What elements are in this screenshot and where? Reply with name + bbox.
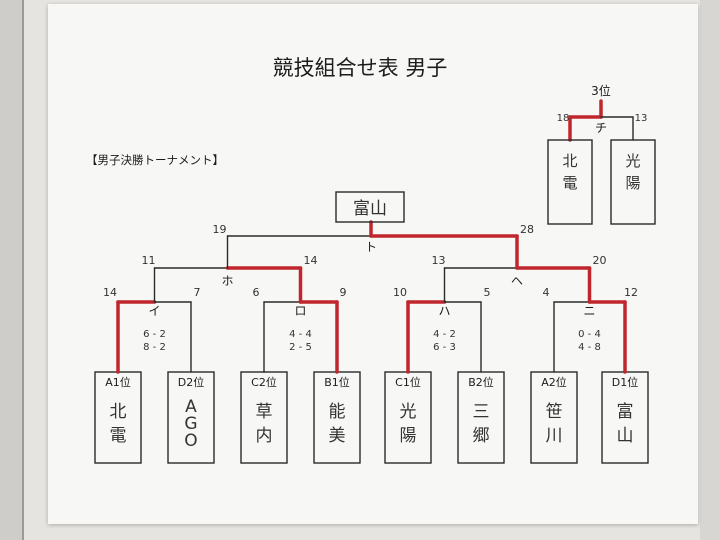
team-name-char: 能: [329, 402, 346, 422]
sf-match-label: ヘ: [511, 274, 523, 288]
third-place-team-char: 陽: [625, 174, 640, 192]
qf-set-score-1: 4 - 4: [289, 329, 312, 340]
third-place-match-label: チ: [595, 121, 607, 135]
qf-set-score-1: 4 - 2: [433, 329, 456, 340]
qf-left-score: 6: [253, 286, 260, 299]
sf-left-score: 11: [142, 254, 156, 267]
bracket-sheet: [48, 4, 698, 524]
sf-left-score: 13: [432, 254, 446, 267]
qf-match-label: ハ: [438, 304, 450, 318]
team-seed-label: A2位: [541, 375, 567, 389]
third-place-left-score: 18: [557, 113, 570, 124]
qf-set-score-2: 8 - 2: [143, 342, 166, 353]
team-name-char: 三: [473, 402, 490, 422]
champion-name: 富山: [353, 199, 387, 219]
team-name-char: 電: [110, 426, 127, 446]
team-name-char: 陽: [400, 426, 417, 446]
qf-match-label: ロ: [294, 304, 306, 318]
team-name-char: A: [185, 397, 197, 417]
qf-set-score-2: 2 - 5: [289, 342, 312, 353]
page-title: 競技組合せ表 男子: [272, 56, 448, 80]
qf-match-label: ニ: [583, 304, 595, 318]
third-place-team-char: 北: [562, 152, 577, 170]
qf-right-score: 7: [194, 286, 201, 299]
team-seed-label: B1位: [324, 375, 350, 389]
final-left-score: 19: [213, 223, 227, 236]
tournament-subtitle: 【男子決勝トーナメント】: [86, 153, 224, 167]
qf-left-score: 10: [393, 286, 407, 299]
third-place-label: 3位: [591, 83, 611, 98]
champion-box: [335, 191, 405, 223]
team-name-char: G: [184, 414, 197, 434]
qf-left-score: 4: [543, 286, 550, 299]
team-name-char: O: [184, 431, 197, 451]
qf-right-score: 12: [624, 286, 638, 299]
qf-match-label: イ: [148, 304, 160, 318]
final-right-score: 28: [520, 223, 534, 236]
team-seed-label: D1位: [612, 375, 638, 389]
team-name-char: 山: [617, 426, 634, 446]
team-seed-label: A1位: [105, 375, 131, 389]
third-place-team-char: 光: [625, 152, 640, 170]
third-place-team-char: 電: [562, 174, 577, 192]
team-name-char: 草: [256, 402, 273, 422]
qf-right-score: 5: [484, 286, 491, 299]
qf-set-score-2: 6 - 3: [433, 342, 456, 353]
third-place-right-score: 13: [635, 113, 648, 124]
team-name-char: 光: [400, 402, 417, 422]
qf-left-score: 14: [103, 286, 117, 299]
team-name-char: 川: [546, 426, 563, 446]
team-seed-label: D2位: [178, 375, 204, 389]
whiteboard-frame-right: [700, 0, 720, 540]
team-name-char: 北: [110, 402, 127, 422]
team-name-char: 笹: [546, 402, 563, 422]
team-name-char: 内: [256, 426, 273, 446]
third-place-team-box: [610, 139, 656, 225]
qf-right-score: 9: [340, 286, 347, 299]
third-place-team-box: [547, 139, 593, 225]
team-name-char: 郷: [473, 426, 490, 446]
team-name-char: 富: [617, 402, 634, 422]
qf-set-score-1: 6 - 2: [143, 329, 166, 340]
final-match-label: ト: [365, 240, 377, 254]
team-seed-label: C2位: [251, 375, 277, 389]
team-seed-label: B2位: [468, 375, 494, 389]
whiteboard-frame-left: [0, 0, 24, 540]
sf-right-score: 20: [593, 254, 607, 267]
qf-set-score-2: 4 - 8: [578, 342, 601, 353]
team-name-char: 美: [329, 426, 346, 446]
qf-set-score-1: 0 - 4: [578, 329, 601, 340]
sf-right-score: 14: [304, 254, 318, 267]
team-seed-label: C1位: [395, 375, 421, 389]
sf-match-label: ホ: [221, 274, 233, 288]
